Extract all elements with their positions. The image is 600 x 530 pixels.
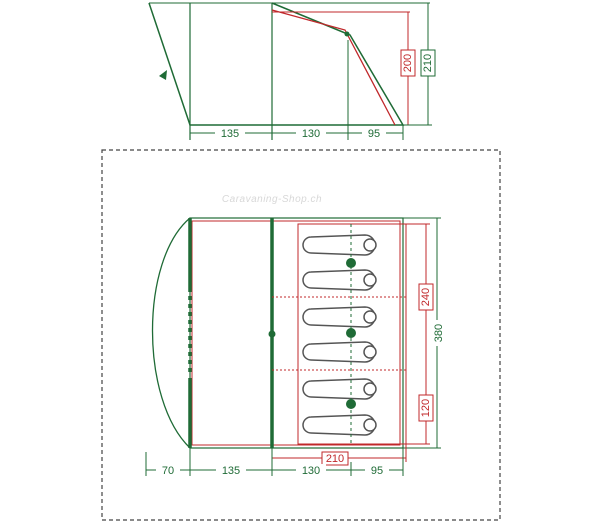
floor-inner-living	[191, 220, 401, 446]
sleeping-bags	[302, 234, 377, 436]
dim-380-label: 380	[433, 324, 445, 342]
plot-boundary	[101, 149, 501, 521]
dim-380-box	[431, 320, 445, 346]
side-view-pole-joint	[344, 31, 350, 37]
side-view-height-inner-box	[400, 49, 416, 77]
sleeping-bag-pillow	[363, 310, 377, 324]
bedroom-cabin	[297, 223, 407, 445]
dim-210-box	[321, 451, 349, 466]
floor-plan: Caravaning-Shop.ch 380	[145, 194, 445, 477]
side-view-width-1-box	[215, 127, 245, 139]
vestibule-front-arc	[151, 217, 191, 449]
sleeping-bag-pillow	[363, 418, 377, 432]
floor-width-2-box	[216, 464, 246, 476]
sleeping-bag-pillow	[363, 345, 377, 359]
floor-outer-shell	[189, 217, 404, 449]
side-view-height-outer-label: 210	[422, 54, 434, 72]
floor-width-1-box	[156, 464, 180, 476]
sleeping-bag-pillow	[363, 238, 377, 252]
dim-210-label: 210	[326, 453, 344, 465]
middle-pole-joint	[268, 330, 276, 338]
floor-width-4-label: 95	[371, 465, 383, 477]
floor-width-2-label: 135	[222, 465, 240, 477]
dim-120-label: 120	[420, 399, 432, 417]
dim-120-box	[418, 394, 434, 422]
side-view-width-1-label: 135	[221, 128, 239, 140]
watermark: Caravaning-Shop.ch	[222, 194, 322, 205]
side-view-width-2-label: 130	[302, 128, 320, 140]
sleeping-bag	[302, 269, 376, 291]
sleeping-bag-pillow	[363, 382, 377, 396]
side-view-width-3-box	[362, 127, 386, 139]
sleeping-bag	[302, 306, 376, 328]
floor-width-4-box	[365, 464, 389, 476]
side-view-width-2-box	[296, 127, 326, 139]
sleeping-bag	[302, 234, 376, 256]
side-view: 200 210 135 130 95	[148, 2, 436, 140]
side-view-height-inner-label: 200	[402, 54, 414, 72]
dim-240-box	[418, 283, 434, 311]
side-view-outer-shell	[148, 2, 405, 126]
sleeping-bag	[302, 341, 376, 363]
side-view-inner-tent	[271, 9, 396, 126]
side-view-entrance-marker	[159, 70, 167, 80]
side-view-height-outer-box	[420, 49, 436, 77]
side-view-width-3-label: 95	[368, 128, 380, 140]
floor-width-1-label: 70	[162, 465, 174, 477]
floor-width-3-box	[296, 464, 326, 476]
dim-240-label: 240	[420, 288, 432, 306]
sleeping-bag	[302, 414, 376, 436]
sleeping-bag-pillow	[363, 273, 377, 287]
sleeping-bag	[302, 378, 376, 400]
floor-width-3-label: 130	[302, 465, 320, 477]
